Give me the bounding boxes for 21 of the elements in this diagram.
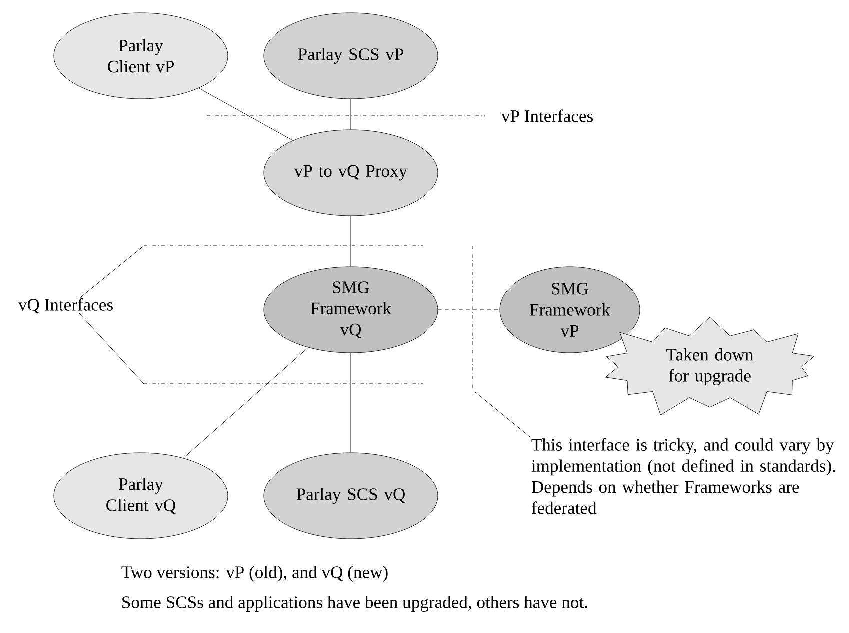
text-label: vP Interfaces — [501, 110, 593, 122]
ellipse-node: SMG Framework vP — [500, 266, 640, 354]
text-label: Some SCSs and applications have been upgraded, others have not. — [122, 596, 588, 612]
connector-line — [350, 353, 352, 453]
connector-line — [350, 216, 352, 267]
text-label: Two versions: vP (old), and vQ (new) — [122, 566, 388, 582]
connector-line — [183, 348, 309, 459]
note-text: This interface is tricky, and could vary by implementation (not defined in standards). Depends on whether Frameworks are federated — [532, 438, 836, 514]
leader-line — [79, 313, 144, 384]
ellipse-node: Parlay Client vQ — [54, 452, 228, 540]
leader-line — [79, 246, 144, 299]
ellipse-node: vP to vQ Proxy — [264, 130, 438, 216]
connector-line — [350, 99, 352, 130]
connector-line — [198, 88, 294, 141]
ellipse-node: Parlay SCS vP — [264, 12, 438, 100]
starburst-callout: Taken down for upgrade — [606, 317, 815, 416]
interface-label: vQ Interfaces — [18, 298, 113, 314]
ellipse-node: Parlay Client vP — [54, 12, 228, 100]
leader-line — [474, 392, 530, 438]
ellipse-node: SMG Framework vQ — [264, 266, 438, 354]
ellipse-node: Parlay SCS vQ — [264, 452, 438, 540]
